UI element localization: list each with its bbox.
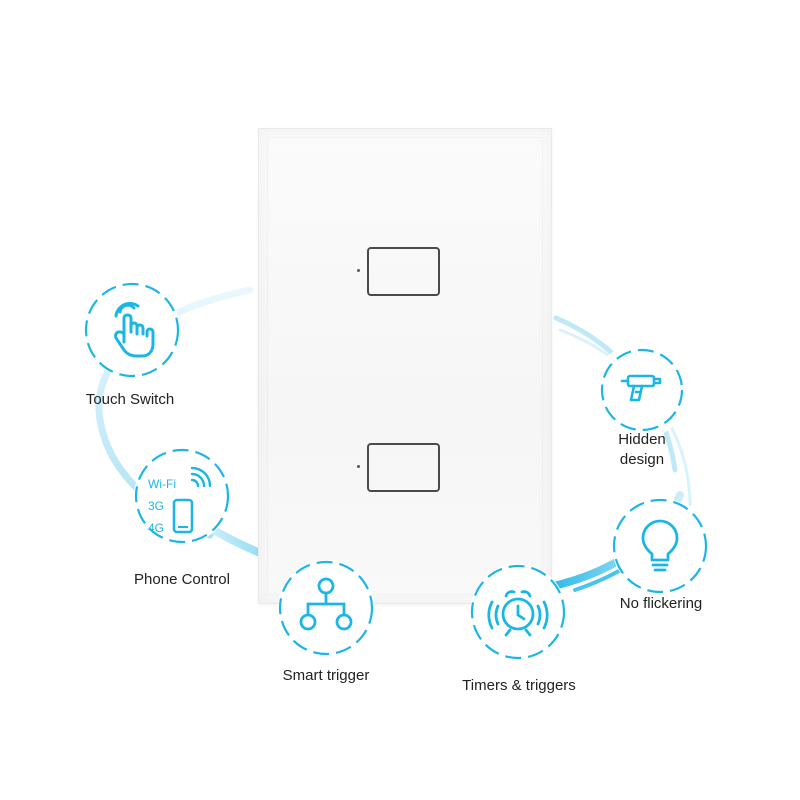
alarm-clock-icon: [487, 590, 549, 637]
hidden-design-label-line2: design: [619, 451, 665, 468]
hidden-design-badge: [594, 342, 690, 438]
net-4g-text: 4G: [148, 521, 164, 535]
indicator-led-2: [357, 465, 360, 468]
phone-control-badge: Wi-Fi 3G 4G: [134, 448, 230, 544]
dashed-ring: [278, 560, 374, 656]
smart-trigger-label: Smart trigger: [282, 667, 370, 684]
hand-pointer-icon: [114, 301, 155, 358]
touch-key-2[interactable]: [367, 443, 440, 492]
timers-badge: [470, 564, 566, 660]
dashed-ring: [612, 498, 708, 594]
smartphone-wifi-icon: Wi-Fi 3G 4G: [148, 466, 212, 535]
no-flickering-label: No flickering: [619, 595, 703, 612]
light-bulb-icon: [641, 519, 679, 572]
smart-trigger-badge: [278, 560, 374, 656]
phone-control-label: Phone Control: [134, 571, 230, 588]
touch-key-1[interactable]: [367, 247, 440, 296]
wifi-text: Wi-Fi: [148, 477, 176, 491]
indicator-led-1: [357, 269, 360, 272]
net-3g-text: 3G: [148, 499, 164, 513]
network-tree-icon: [299, 577, 353, 631]
switch-panel: [258, 128, 552, 604]
timers-label: Timers & triggers: [462, 677, 576, 694]
touch-switch-badge: [84, 282, 180, 378]
drill-icon: [620, 374, 662, 402]
touch-switch-label: Touch Switch: [85, 391, 175, 408]
hidden-design-label-line1: Hidden: [618, 431, 666, 448]
no-flickering-badge: [612, 498, 708, 594]
